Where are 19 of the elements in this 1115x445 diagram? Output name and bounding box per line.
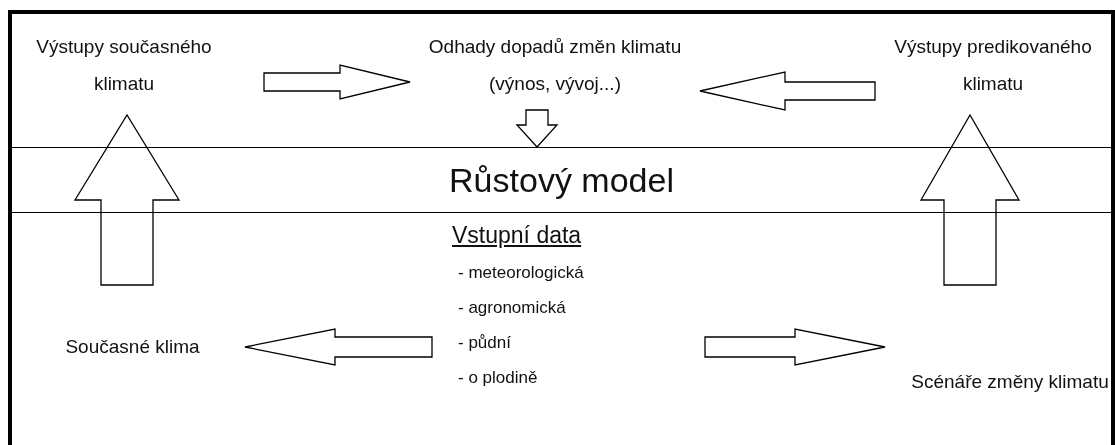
band-title: Růstový model	[449, 160, 674, 200]
node-label: Výstupy současného klimatu	[14, 28, 264, 115]
model-band	[12, 147, 1111, 213]
block-arrow	[244, 328, 433, 366]
list-item: - o plodině	[457, 367, 538, 389]
block-arrow	[515, 109, 559, 148]
list-item: - půdní	[457, 332, 511, 354]
block-arrow	[919, 113, 1021, 286]
block-arrow	[73, 113, 181, 286]
block-arrow	[704, 328, 886, 366]
node-label: Výstupy predikovaného klimatu	[875, 28, 1111, 115]
node-label: Scénáře změny klimatu	[885, 285, 1110, 400]
node-label: Současné klima	[20, 285, 245, 365]
block-arrow	[263, 64, 411, 100]
node-label: Odhady dopadů změn klimatu (výnos, vývoj...)	[410, 28, 700, 110]
list-item: - agronomická	[457, 297, 566, 319]
block-arrow	[699, 71, 876, 111]
list-heading: Vstupní data	[452, 222, 582, 249]
list-item: - meteorologická	[457, 262, 584, 284]
